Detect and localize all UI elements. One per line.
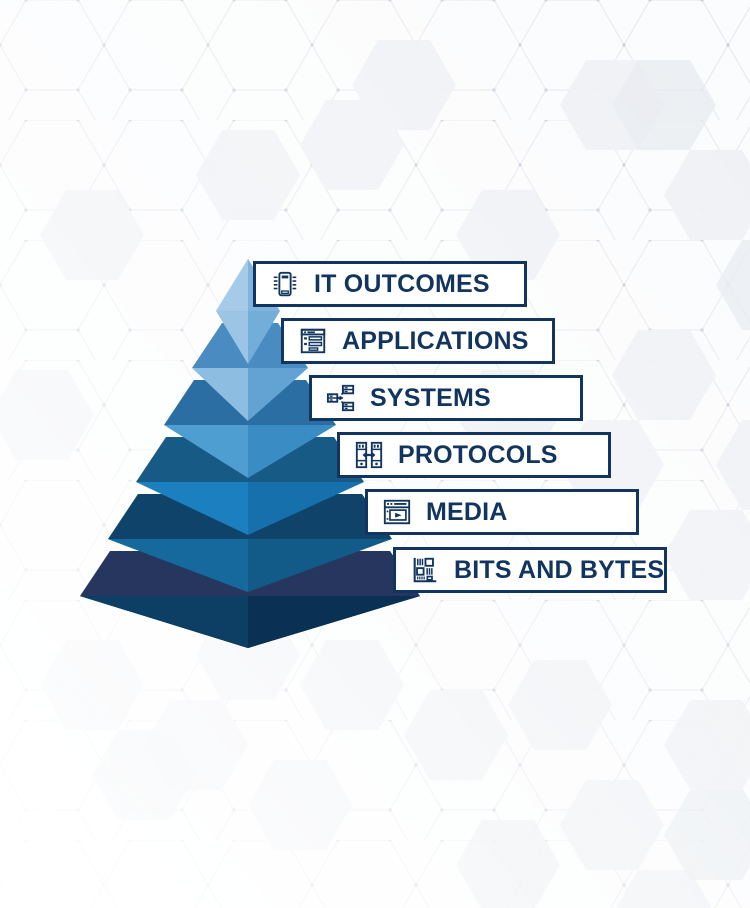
- app-window-icon: [300, 328, 326, 354]
- pyramid-tier-bits-and-bytes: [80, 551, 420, 648]
- level-label-text: PROTOCOLS: [398, 440, 558, 469]
- level-label-systems[interactable]: SYSTEMS: [309, 375, 583, 421]
- level-label-text: APPLICATIONS: [342, 326, 529, 355]
- level-label-applications[interactable]: APPLICATIONS: [281, 318, 555, 364]
- pyramid-tier-media: [108, 494, 392, 592]
- pyramid-tier-applications: [192, 323, 308, 421]
- level-label-bits-and-bytes[interactable]: BITS AND BYTES: [393, 547, 667, 593]
- level-label-media[interactable]: MEDIA: [365, 489, 639, 535]
- level-label-text: SYSTEMS: [370, 383, 491, 412]
- network-servers-icon: [326, 384, 355, 412]
- level-label-text: IT OUTCOMES: [314, 269, 490, 298]
- level-label-text: BITS AND BYTES: [454, 555, 665, 584]
- binary-code-icon: [413, 557, 437, 583]
- chip-icon: [273, 271, 297, 297]
- server-link-icon: [355, 441, 383, 469]
- level-label-protocols[interactable]: PROTOCOLS: [337, 432, 611, 478]
- media-player-window-icon: [383, 499, 411, 525]
- level-label-text: MEDIA: [426, 497, 508, 526]
- level-label-it-outcomes[interactable]: IT OUTCOMES: [253, 261, 527, 307]
